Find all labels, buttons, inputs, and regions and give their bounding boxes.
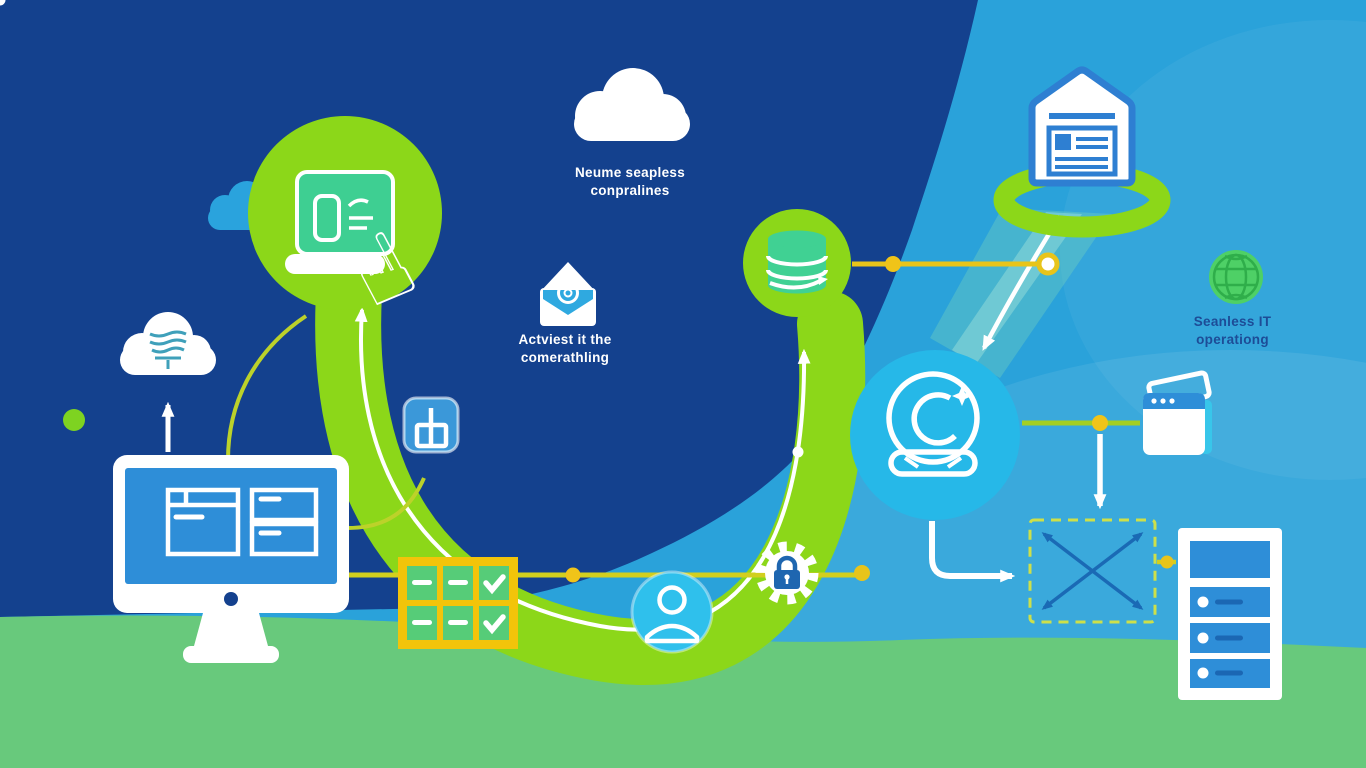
curve-band: [315, 245, 866, 685]
connector-dot: [565, 567, 581, 583]
crystal-ball-node: [850, 350, 1020, 520]
curve-dot: [792, 446, 804, 458]
connector-dot: [885, 256, 901, 272]
transfer-box-icon: [1028, 518, 1176, 624]
globe-icon: [1209, 250, 1263, 304]
gear-lock-icon: [755, 541, 819, 605]
cloud-note-text: Neume seapless conpralines: [530, 164, 730, 200]
email-note-text: Actviest it the comerathling: [465, 331, 665, 367]
beam-outer: [930, 208, 1112, 378]
crystal-ball-icon: [886, 371, 980, 477]
connector-dot: [1160, 555, 1174, 569]
connector-dot: [1092, 415, 1108, 431]
dashed-box: [1028, 518, 1157, 624]
curve-flow-arrow: [354, 306, 811, 632]
building-doc-lines: [1046, 113, 1118, 177]
cloud-icon: [574, 68, 690, 141]
database-node: [743, 209, 1060, 317]
connector-monitor-band: [347, 477, 426, 530]
grid-marks: [412, 574, 506, 635]
user-circle-icon: [630, 570, 714, 654]
database-icon: [766, 230, 828, 294]
green-dot: [63, 409, 85, 431]
monitor-camera-dot: [224, 592, 238, 606]
lock-shackle: [776, 555, 798, 570]
cloud-note-line1: Neume seapless: [574, 165, 685, 180]
globe-note-line1: Seanless IT: [1193, 314, 1272, 329]
globe-note-text: Seanless IT operationg: [1135, 313, 1330, 349]
user-head: [657, 585, 687, 615]
connector-dot: [854, 565, 870, 581]
monitor-stand: [194, 613, 268, 646]
email-note-line2: comerathling: [520, 350, 610, 366]
email-icon: [540, 262, 596, 326]
monitor-icon: [113, 455, 349, 663]
card-connectors: [565, 415, 1140, 583]
cloud-upload-icon: [120, 312, 216, 375]
sky-highlight-2: [1060, 20, 1366, 480]
server-leds: [1197, 596, 1243, 679]
browser-card-icon: [1143, 370, 1212, 455]
screen-windows: [165, 487, 319, 557]
app-tile-icon: [402, 396, 460, 454]
sparkle-icon: [952, 386, 972, 406]
user-shoulders: [644, 623, 700, 644]
exchange-arrows-icon: [1041, 532, 1144, 610]
globe-note-line2: operationg: [1196, 332, 1269, 348]
process-curve: [0, 0, 866, 685]
connector-monitor-curve: [226, 314, 308, 461]
green-band: [0, 615, 1366, 768]
cloud-stack-lines: [149, 330, 187, 369]
checklist-grid-icon: [398, 557, 518, 649]
arrow-into-box-left: [929, 521, 1016, 583]
server-rack-icon: [1178, 528, 1282, 700]
connector-ring-dot: [1036, 252, 1060, 276]
crystal-ball-circle: [850, 350, 1020, 520]
monitor-base: [183, 646, 279, 663]
email-note-line1: Actviest it the: [518, 332, 612, 347]
cloud-note-line2: conpralines: [590, 183, 670, 199]
building-doc-icon: [993, 66, 1171, 238]
